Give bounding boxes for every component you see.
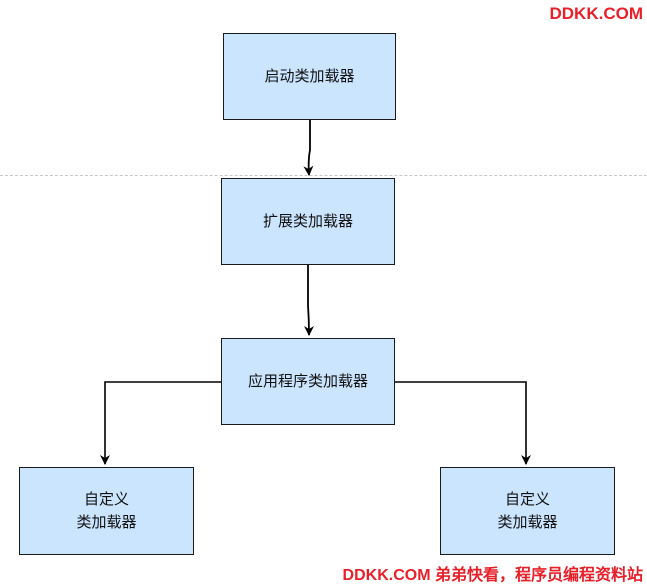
edge-application-to-custom-left (100, 381, 221, 465)
node-custom-classloader-right: 自定义 类加载器 (440, 467, 615, 555)
edge-application-to-custom-right (395, 381, 531, 465)
dashed-divider (0, 175, 647, 176)
watermark-bottom: DDKK.COM 弟弟快看，程序员编程资料站 (342, 567, 643, 584)
watermark-top: DDKK.COM (549, 4, 644, 23)
node-extension-classloader: 扩展类加载器 (221, 178, 395, 265)
node-application-classloader: 应用程序类加载器 (221, 338, 395, 425)
node-bootstrap-classloader: 启动类加载器 (223, 33, 396, 120)
edge-bootstrap-to-extension (303, 120, 314, 176)
node-custom-classloader-left: 自定义 类加载器 (19, 467, 194, 555)
edge-extension-to-application (303, 265, 314, 336)
